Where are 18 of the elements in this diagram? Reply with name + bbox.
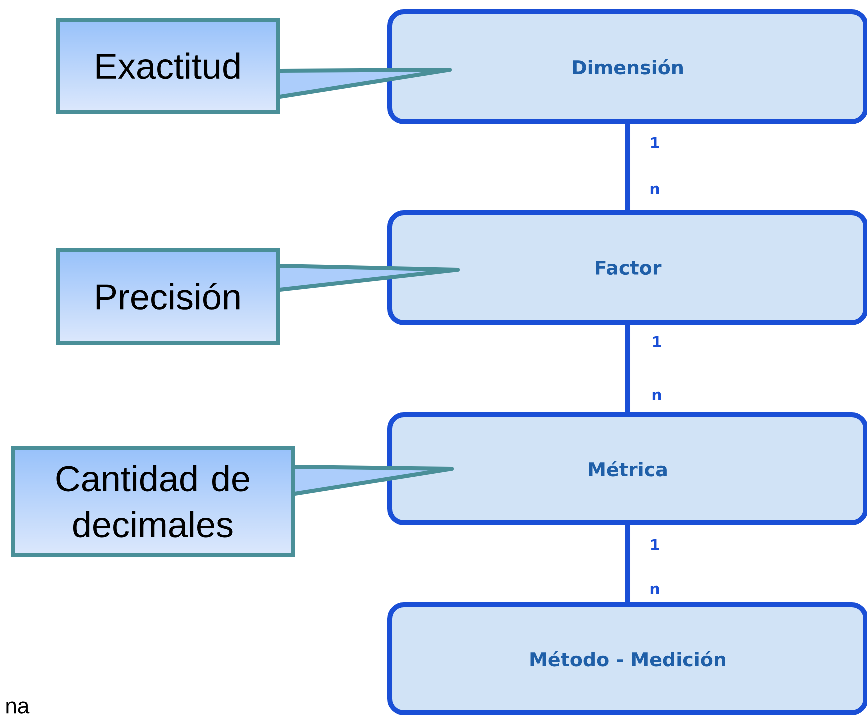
entity-box: Métrica: [388, 412, 867, 526]
cardinality-label: n: [652, 392, 662, 400]
cardinality-label: 1: [651, 138, 660, 148]
connector-line: [626, 326, 630, 412]
callout-box: Precisión: [56, 248, 280, 345]
text-fragment: na: [6, 702, 30, 714]
callout-pointer: [278, 264, 460, 292]
callout-box: Cantidad de decimales: [11, 446, 295, 557]
entity-box: Dimensión: [388, 10, 867, 124]
callout-pointer: [293, 465, 454, 496]
entity-box: Factor: [388, 210, 867, 326]
connector-line: [626, 124, 630, 210]
callout-pointer: [278, 68, 452, 99]
connector-line: [626, 526, 630, 602]
cardinality-label: n: [650, 186, 660, 194]
cardinality-label: 1: [651, 540, 660, 550]
callout-box: Exactitud: [56, 18, 280, 114]
entity-box: Método - Medición: [388, 602, 867, 716]
